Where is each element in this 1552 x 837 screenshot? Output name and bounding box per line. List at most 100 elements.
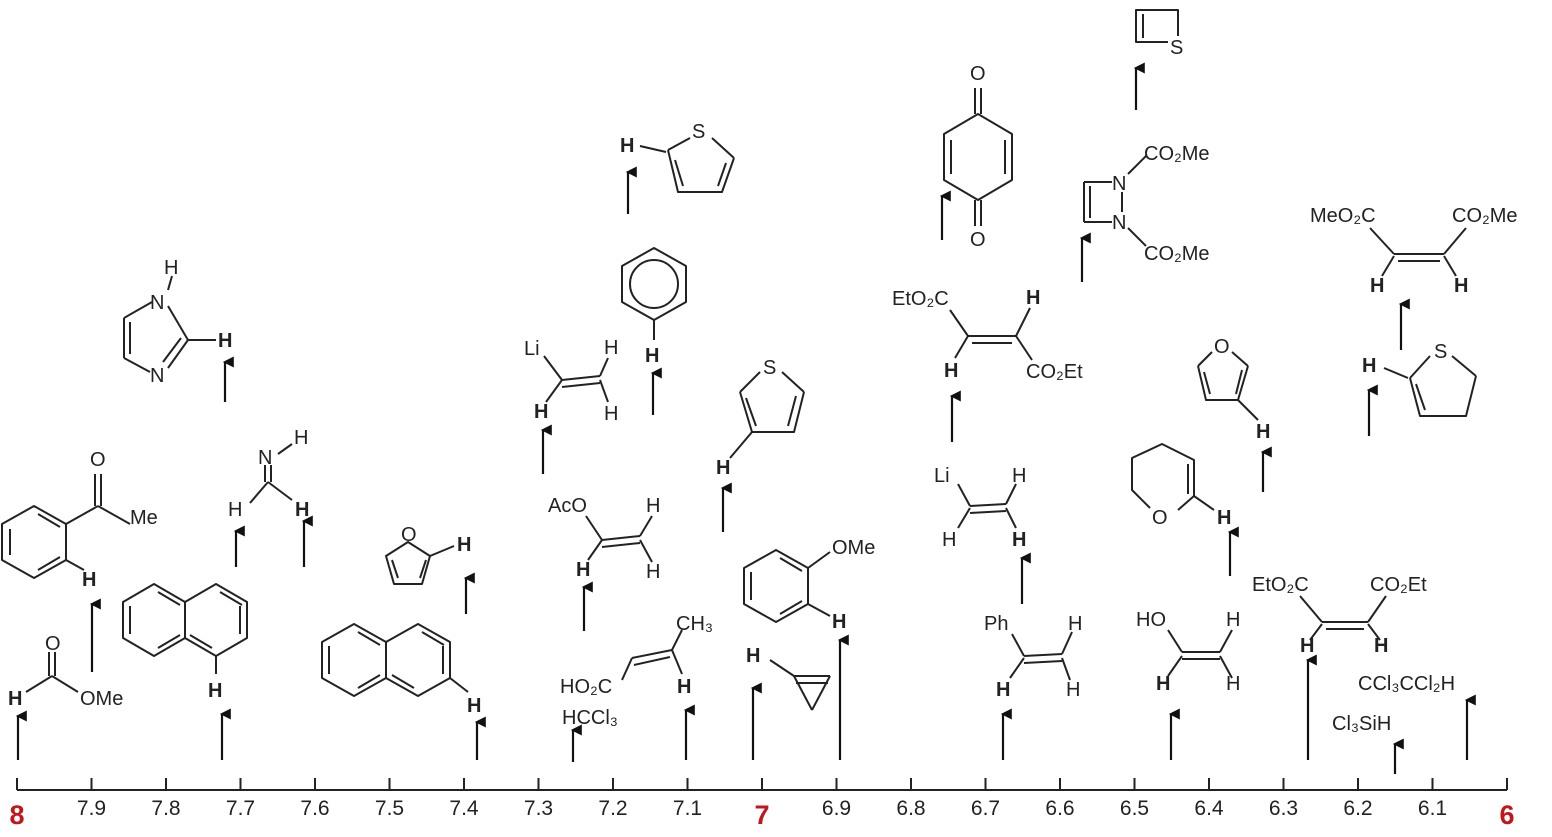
axis-tick-label: 7.1 — [673, 797, 702, 820]
label-imine-hl: H — [228, 499, 242, 521]
label-anisole-h: H — [832, 611, 846, 633]
label-trichlorosilane: Cl₃SiH — [1332, 713, 1391, 735]
label-chloroform: HCCl₃ — [562, 707, 618, 729]
axis-tick-label: 6.5 — [1120, 797, 1149, 820]
label-styrene-h1: H — [1068, 613, 1082, 635]
vinyl-acetate-structure — [585, 515, 653, 563]
label-crotonic-ho2c: HO₂C — [560, 676, 612, 698]
label-vinylacetate-aco: AcO — [548, 495, 587, 517]
label-vinyllithium-a-h2: H — [534, 401, 548, 423]
label-thiete-s: S — [1170, 37, 1183, 59]
dihydrothiophene-structure — [1383, 355, 1477, 417]
diazetine-structure — [1083, 155, 1147, 247]
label-thiophene3-s: S — [763, 357, 776, 379]
label-dihydropyran-h: H — [1217, 507, 1231, 529]
label-vinyllithium-a-h1: H — [604, 337, 618, 359]
dihydropyran-structure — [1131, 443, 1215, 511]
label-maleate-et-eto2c: EtO₂C — [1252, 574, 1309, 596]
label-thiophene2-s: S — [692, 121, 705, 143]
axis-tick-label: 6 — [1499, 800, 1514, 830]
label-vinyllithium-b-h1: H — [1012, 465, 1026, 487]
label-dihydrothiophene-h: H — [1362, 355, 1376, 377]
axis-tick-label: 6.7 — [971, 797, 1000, 820]
imidazole-structure — [123, 275, 216, 373]
label-furan3-o: O — [1214, 336, 1230, 358]
label-acetophenone-o: O — [90, 449, 106, 471]
naphthalene-beta-structure — [321, 623, 469, 697]
label-formate-ome: OMe — [80, 688, 123, 710]
label-vinylalcohol-ho: HO — [1136, 609, 1166, 631]
label-imine-nh: H — [294, 427, 308, 449]
naphthalene-alpha-structure — [122, 583, 248, 674]
atom-labels: H O OMe O Me H N H N H H N H H H O H H S… — [8, 37, 1518, 735]
label-formate-o: O — [45, 633, 61, 655]
label-maleate-me-meo2c: MeO₂C — [1310, 205, 1376, 227]
label-pentachloroethane: CCl₃CCl₂H — [1358, 673, 1455, 695]
label-cyclopropene-h: H — [746, 645, 760, 667]
label-vinyllithium-b-li: Li — [934, 465, 950, 487]
methanimine-structure — [249, 443, 293, 504]
label-vinylacetate-h1: H — [646, 495, 660, 517]
label-quinone-o1: O — [970, 63, 986, 85]
axis-tick-label: 6.1 — [1418, 797, 1447, 820]
label-acetophenone-me: Me — [130, 507, 158, 529]
label-styrene-h2: H — [996, 679, 1010, 701]
acetophenone-structure — [1, 474, 131, 579]
axis-tick-label: 7.8 — [151, 797, 180, 820]
axis-tick-label: 7.2 — [598, 797, 627, 820]
vinyllithium-a-structure — [543, 355, 609, 403]
label-diazetine-n2: N — [1112, 212, 1126, 234]
label-vinylalcohol-h1: H — [1226, 609, 1240, 631]
label-quinone-o2: O — [970, 229, 986, 251]
axis-tick-label: 7.6 — [300, 797, 329, 820]
shift-arrows — [15, 62, 1476, 774]
label-thiophene2-h: H — [620, 135, 634, 157]
axis-tick-label: 7.7 — [226, 797, 255, 820]
label-styrene-ph: Ph — [984, 613, 1008, 635]
label-diazetine-n1: N — [1112, 173, 1126, 195]
label-vinyllithium-b-h2: H — [942, 529, 956, 551]
label-crotonic-ch3: CH₃ — [676, 613, 713, 635]
label-maleate-et-co2et: CO₂Et — [1370, 574, 1427, 596]
cyclopropene-structure — [769, 659, 831, 711]
label-diazetine-co2me2: CO₂Me — [1144, 243, 1210, 265]
label-maleate-me-co2me: CO₂Me — [1452, 205, 1518, 227]
label-imidazole-nh: N — [150, 292, 164, 314]
label-formate-h: H — [8, 688, 22, 710]
dimethyl-maleate-structure — [1369, 227, 1467, 277]
styrene-structure — [1009, 631, 1073, 681]
vinyllithium-b-structure — [957, 483, 1017, 529]
furan-2-structure — [385, 541, 455, 585]
furan-3-structure — [1197, 351, 1259, 421]
label-vinylacetate-h3: H — [646, 561, 660, 583]
label-dihydropyran-o: O — [1152, 507, 1168, 529]
label-imine-hr: H — [295, 499, 309, 521]
thiete-structure — [1135, 9, 1179, 43]
axis-tick-label: 7.4 — [449, 797, 479, 820]
label-furan2-o: O — [401, 524, 417, 546]
label-vinyllithium-a-li: Li — [524, 338, 540, 360]
label-vinylalcohol-h2: H — [1156, 673, 1170, 695]
label-naphthalene-beta-h: H — [467, 695, 481, 717]
label-maleate-et-h2: H — [1374, 635, 1388, 657]
label-vinylalcohol-h3: H — [1226, 673, 1240, 695]
label-vinyllithium-b-h3: H — [1012, 529, 1026, 551]
label-fumarate-eto2c: EtO₂C — [892, 288, 949, 310]
label-benzene-h: H — [645, 345, 659, 367]
label-styrene-h3: H — [1066, 679, 1080, 701]
label-imine-n: N — [258, 447, 272, 469]
axis-tick-label: 6.6 — [1045, 797, 1074, 820]
diethyl-maleate-b-structure — [1299, 595, 1387, 641]
label-fumarate-h2: H — [944, 360, 958, 382]
vinyl-alcohol-structure — [1167, 629, 1233, 679]
axis-tick-label: 7.3 — [524, 797, 553, 820]
axis-tick-label: 6.2 — [1343, 797, 1372, 820]
benzoquinone-structure — [943, 88, 1013, 226]
methyl-formate-structure — [25, 652, 79, 693]
axis-tick-label: 7.5 — [375, 797, 404, 820]
label-anisole-ome: OMe — [832, 537, 875, 559]
axis-tick-label: 8 — [9, 800, 24, 830]
label-vinylacetate-h2: H — [576, 559, 590, 581]
